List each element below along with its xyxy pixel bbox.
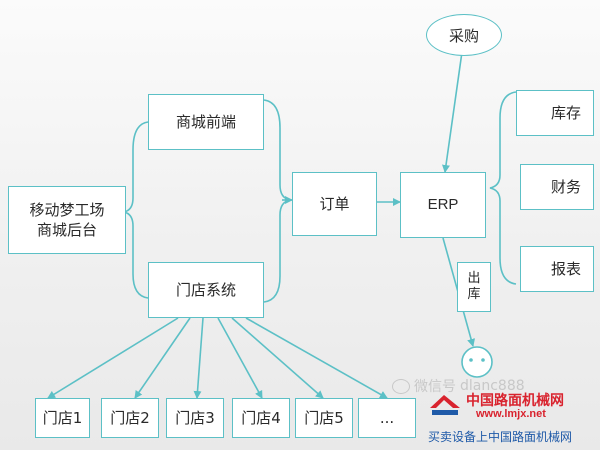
node-store-system: 门店系统 [148,262,264,318]
node-inventory: 库存 [516,90,594,136]
node-store: 门店3 [166,398,224,438]
arrow-store-2 [134,317,191,399]
node-reports: 报表 [520,246,594,292]
arrow-store-3 [193,317,204,399]
output-face-icon [461,346,493,378]
node-finance: 财务 [520,164,594,210]
brand-name: 中国路面机械网 [466,392,564,408]
node-ship-out: 出 库 [457,262,491,312]
node-mall-frontend: 商城前端 [148,94,264,150]
brand-url: www.lmjx.net [476,408,546,420]
node-store: 门店1 [35,398,90,438]
arrow-store-4 [217,317,263,399]
node-store: 门店5 [295,398,353,438]
arrow-store-more [245,317,388,399]
node-store: 门店4 [232,398,290,438]
arrow-store-1 [47,317,179,399]
wechat-icon [392,378,410,394]
arrow-purchase-erp [442,51,463,173]
erp-brace [489,91,517,285]
node-purchase: 采购 [426,14,502,56]
right-brace [263,99,291,303]
node-mobile-backend: 移动梦工场 商城后台 [8,186,126,254]
node-order: 订单 [292,172,377,236]
node-erp: ERP [400,172,486,238]
wechat-label: 微信号 [414,379,456,395]
brand-logo-icon [430,395,460,415]
node-store-more: ... [358,398,416,438]
brand-logo [428,392,462,418]
left-brace [123,121,149,299]
wechat-watermark: 微信号 dlanc888 [392,376,525,396]
node-store: 门店2 [101,398,159,438]
arrow-store-5 [231,317,324,399]
brand-caption: 买卖设备上中国路面机械网 [428,430,573,444]
wechat-id: dlanc888 [460,378,525,394]
